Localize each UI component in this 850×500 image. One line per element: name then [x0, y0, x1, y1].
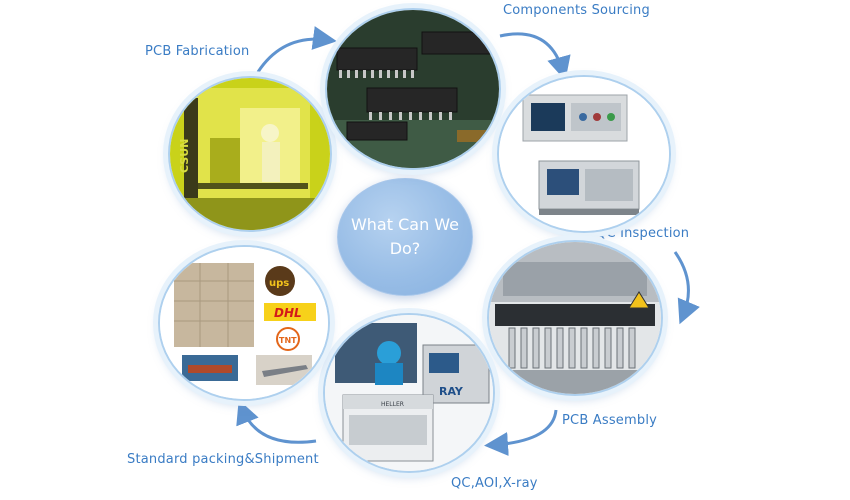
- center-title-line1: What Can We: [350, 215, 460, 234]
- ring-pcb-fabrication: CSUN: [168, 76, 332, 232]
- dhl-logo-text: DHL: [274, 306, 302, 320]
- step-label-pcb-assembly: PCB Assembly: [562, 413, 658, 428]
- center-bubble: What Can We Do?: [337, 178, 473, 296]
- xray-machine-text: RAY: [439, 385, 464, 398]
- inspection-machines-photo: RAY HELLER: [325, 315, 493, 471]
- step-label-pcb-fabrication: PCB Fabrication: [145, 44, 250, 59]
- ring-components-sourcing: [325, 8, 501, 170]
- step-label-packing-shipment: Standard packing&Shipment: [127, 452, 319, 467]
- shipping-photo: ups DHL TNT: [160, 247, 328, 399]
- cleanroom-photo: CSUN: [170, 78, 330, 230]
- arrow-iqc-to-assembly: [673, 251, 700, 325]
- center-title-line2: Do?: [389, 239, 421, 258]
- arrow-sourcing-to-iqc: [499, 32, 571, 81]
- ring-qc-aoi-xray: RAY HELLER: [323, 313, 495, 473]
- tnt-logo-text: TNT: [279, 336, 297, 345]
- ring-pcb-assembly: [487, 240, 663, 396]
- cleanroom-sign-text: CSUN: [178, 139, 191, 173]
- step-label-qc-aoi-xray: QC,AOI,X-ray: [451, 476, 538, 491]
- ups-logo-text: ups: [269, 278, 289, 289]
- arrow-assembly-to-qc: [484, 409, 558, 456]
- step-label-components-sourcing: Components Sourcing: [503, 3, 650, 18]
- ic-chips-photo: [327, 10, 499, 168]
- ring-iqc-inspection: [497, 75, 671, 233]
- arrow-fabrication-to-sourcing: [256, 26, 337, 73]
- ring-packing-shipment: ups DHL TNT: [158, 245, 330, 401]
- test-instruments-photo: [499, 77, 669, 231]
- pick-and-place-machine-photo: [489, 242, 661, 394]
- step-label-iqc-inspection: IQC Inspection: [592, 226, 690, 241]
- oven-brand-text: HELLER: [381, 401, 404, 408]
- arrow-qc-to-shipment: [236, 399, 317, 444]
